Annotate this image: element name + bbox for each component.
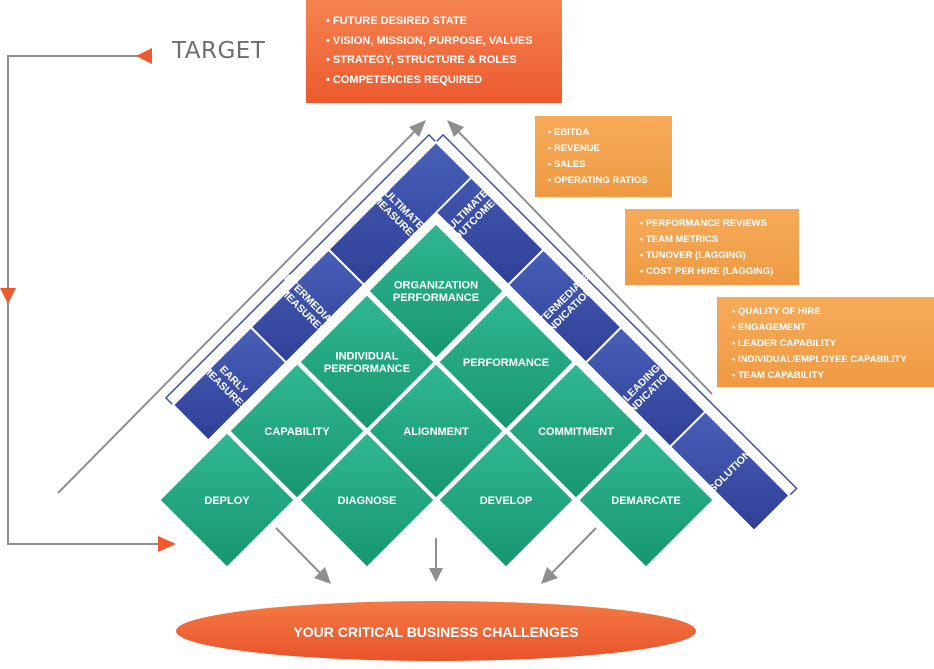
- list-item: TEAM CAPABILITY: [732, 368, 934, 384]
- diamond-label: DEVELOP: [480, 495, 533, 507]
- list-item: STRATEGY, STRUCTURE & ROLES: [326, 51, 562, 71]
- future-state-list: FUTURE DESIRED STATE VISION, MISSION, PU…: [326, 12, 562, 90]
- diamond-label-line: CAPABILITY: [264, 426, 330, 438]
- diamond-tile: [297, 430, 437, 570]
- list-item: QUALITY OF HIRE: [732, 304, 934, 320]
- diamond-label: DEPLOY: [204, 495, 250, 507]
- down-right-arrow-icon: [541, 567, 558, 584]
- down-left-line: [275, 527, 324, 577]
- list-item: VISION, MISSION, PURPOSE, VALUES: [326, 32, 562, 52]
- list-item: COST PER HIRE (LAGGING): [640, 264, 799, 280]
- diamond-tile: [366, 221, 506, 361]
- list-item: COMPETENCIES REQUIRED: [326, 71, 562, 91]
- early-measures-list: QUALITY OF HIRE ENGAGEMENT LEADER CAPABI…: [732, 304, 934, 384]
- target-arrow-icon: [136, 48, 152, 64]
- diamond-label-line: DEMARCATE: [611, 495, 680, 507]
- list-item: ENGAGEMENT: [732, 320, 934, 336]
- diamond-label: DIAGNOSE: [338, 495, 397, 507]
- diamond-label-line: ORGANIZATION: [394, 280, 478, 292]
- diamond-label-line: DIAGNOSE: [338, 495, 397, 507]
- diamond-label-line: PERFORMANCE: [324, 363, 410, 375]
- list-item: TEAM METRICS: [640, 232, 799, 248]
- diamond-label: PERFORMANCE: [463, 357, 549, 369]
- list-item: FUTURE DESIRED STATE: [326, 12, 562, 32]
- diamond-label: COMMITMENT: [538, 426, 614, 438]
- diamond-tile: [297, 292, 437, 432]
- left-rise-arrow-icon: [409, 120, 426, 137]
- list-item: TUNOVER (LAGGING): [640, 248, 799, 264]
- right-band-segment: [171, 325, 288, 442]
- feedback-loop: [0, 48, 176, 552]
- intermediate-measures-box: PERFORMANCE REVIEWS TEAM METRICS TUNOVER…: [625, 209, 799, 285]
- return-arrow-icon: [158, 536, 176, 552]
- down-left-arrow-icon: [314, 567, 331, 584]
- diamond-label: DEMARCATE: [611, 495, 680, 507]
- left-rise-line: [57, 127, 419, 494]
- intermediate-measures-list: PERFORMANCE REVIEWS TEAM METRICS TUNOVER…: [640, 216, 799, 280]
- diamond-label-line: PERFORMANCE: [393, 292, 479, 304]
- diamond-tile: [366, 361, 506, 501]
- list-item: OPERATING RATIOS: [548, 173, 672, 189]
- list-item: PERFORMANCE REVIEWS: [640, 216, 799, 232]
- list-item: EBITDA: [548, 125, 672, 141]
- ultimate-measures-list: EBITDA REVENUE SALES OPERATING RATIOS: [548, 125, 672, 189]
- gray-arrows: [57, 120, 713, 584]
- loop-line: [7, 55, 160, 545]
- ultimate-measures-box: EBITDA REVENUE SALES OPERATING RATIOS: [535, 116, 672, 197]
- diamond-label-line: ALIGNMENT: [403, 426, 469, 438]
- list-item: SALES: [548, 157, 672, 173]
- down-right-line: [548, 527, 597, 577]
- blue-band: SOLUTIONLEADINGINDICATIONINTERMEDIATEIND…: [164, 133, 798, 533]
- early-measures-box: QUALITY OF HIRE ENGAGEMENT LEADER CAPABI…: [717, 297, 934, 387]
- right-rise-arrow-icon: [447, 120, 464, 137]
- banner-label: YOUR CRITICAL BUSINESS CHALLENGES: [293, 624, 578, 640]
- diamond-label: CAPABILITY: [264, 426, 330, 438]
- list-item: INDIVIDUAL/EMPLOYEE CAPABILITY: [732, 352, 934, 368]
- diamond-label-line: COMMITMENT: [538, 426, 614, 438]
- down-arrow-icon: [0, 288, 16, 304]
- list-item: LEADER CAPABILITY: [732, 336, 934, 352]
- right-rise-line: [454, 127, 713, 395]
- diamond-tile: [436, 430, 576, 570]
- challenges-banner: YOUR CRITICAL BUSINESS CHALLENGES: [176, 601, 696, 661]
- future-state-box: FUTURE DESIRED STATE VISION, MISSION, PU…: [306, 0, 562, 103]
- diamond-tile: [227, 361, 367, 501]
- diamond-label-line: DEVELOP: [480, 495, 533, 507]
- diamond-label-line: PERFORMANCE: [463, 357, 549, 369]
- diamond-tile: [506, 361, 646, 501]
- diamond-label-line: DEPLOY: [204, 495, 250, 507]
- down-center-arrow-icon: [429, 568, 443, 582]
- diamond-tile: [436, 292, 576, 432]
- diamond-tile: [576, 430, 716, 570]
- banner-ellipse: [176, 601, 696, 661]
- list-item: REVENUE: [548, 141, 672, 157]
- diamond-tile: [157, 430, 297, 570]
- target-label: TARGET: [172, 38, 266, 64]
- diamond-label-line: INDIVIDUAL: [336, 351, 399, 363]
- diamond-label: ALIGNMENT: [403, 426, 469, 438]
